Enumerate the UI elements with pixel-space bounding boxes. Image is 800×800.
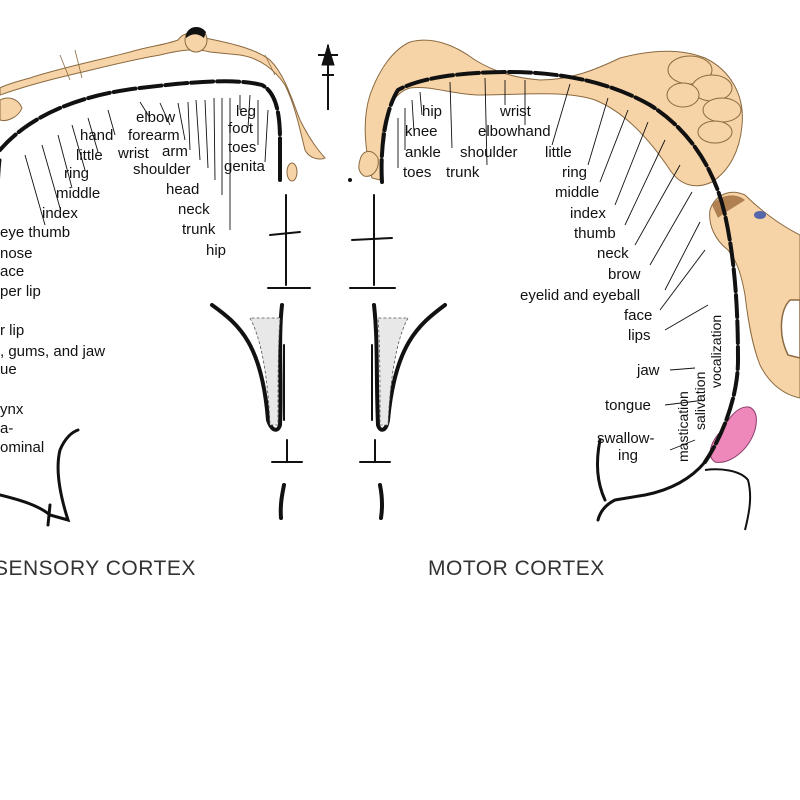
sensory-label-pharynx: ynx — [0, 401, 24, 418]
motor-leader-lines — [397, 77, 709, 451]
sensory-label-gums-jaw: , gums, and jaw — [0, 343, 105, 360]
motor-label-trunk: trunk — [446, 164, 480, 181]
sensory-label-genita: genita — [224, 158, 266, 175]
motor-label-tongue: tongue — [605, 397, 651, 414]
sensory-label-ring: ring — [64, 165, 89, 182]
sensory-label-elbow: elbow — [136, 109, 175, 126]
motor-label-toes: toes — [403, 164, 431, 181]
sensory-label-hand: hand — [80, 127, 113, 144]
sensory-label-little: little — [76, 147, 103, 164]
motor-label-ring: ring — [562, 164, 587, 181]
sensory-label-foot: foot — [228, 120, 254, 137]
midline-marker — [318, 43, 352, 182]
sensory-label-index: index — [42, 205, 78, 222]
sensory-label-trunk: trunk — [182, 221, 216, 238]
sensory-leader-lines — [24, 94, 269, 230]
motor-label-salivation: salivation — [692, 372, 708, 430]
sensory-cortex-outline — [0, 79, 311, 527]
motor-label-elbowhand: elbowhand — [478, 123, 551, 140]
sensory-label-eye-thumb: eye thumb — [0, 224, 70, 241]
motor-label-middle: middle — [555, 184, 599, 201]
sensory-label-toes: toes — [228, 139, 256, 156]
sensory-ventricle-hatch — [249, 317, 281, 426]
sensory-label-head: head — [166, 181, 199, 198]
sensory-label-middle: middle — [56, 185, 100, 202]
sensory-label-lower-lip: r lip — [0, 322, 24, 339]
sensory-label-tongue: ue — [0, 361, 17, 378]
motor-label-shoulder: shoulder — [460, 144, 518, 161]
motor-label-mastication: mastication — [675, 391, 691, 462]
motor-labels: hip wrist knee elbowhand ankle shoulder … — [403, 103, 724, 464]
motor-cortex-caption: MOTOR CORTEX — [428, 557, 605, 580]
motor-cortex-outline — [349, 69, 741, 522]
sensory-label-neck: neck — [178, 201, 210, 218]
sensory-homunculus-figure — [0, 26, 326, 182]
motor-label-vocalization: vocalization — [708, 315, 724, 388]
sensory-label-leg: leg — [236, 103, 256, 120]
motor-label-hip: hip — [422, 103, 442, 120]
sensory-labels: elbow forearm hand little wrist arm shou… — [0, 103, 266, 456]
sensory-cortex-caption: SENSORY CORTEX — [0, 557, 196, 580]
sensory-label-arm: arm — [162, 143, 188, 160]
motor-ventricle-hatch — [377, 317, 409, 426]
sensory-label-nose: nose — [0, 245, 33, 262]
captions: SENSORY CORTEX MOTOR CORTEX — [0, 557, 605, 580]
motor-label-neck: neck — [597, 245, 629, 262]
sensory-label-forearm: forearm — [128, 127, 180, 144]
motor-label-brow: brow — [608, 266, 641, 283]
motor-label-eyelid-eyeball: eyelid and eyeball — [520, 287, 640, 304]
motor-label-thumb: thumb — [574, 225, 616, 242]
sensory-label-face: ace — [0, 263, 24, 280]
motor-label-knee: knee — [405, 123, 438, 140]
sensory-label-upper-lip: per lip — [0, 283, 41, 300]
sensory-label-abdominal: ominal — [0, 439, 44, 456]
motor-label-swallowing-2: ing — [618, 447, 638, 464]
motor-label-ankle: ankle — [405, 144, 441, 161]
motor-label-index: index — [570, 205, 606, 222]
motor-label-swallowing-1: swallow- — [597, 430, 655, 447]
motor-label-lips: lips — [628, 327, 651, 344]
motor-label-wrist: wrist — [499, 103, 532, 120]
sensory-label-intra: a- — [0, 420, 13, 437]
sensory-label-hip: hip — [206, 242, 226, 259]
motor-label-little: little — [545, 144, 572, 161]
motor-label-face: face — [624, 307, 652, 324]
sensory-label-wrist: wrist — [117, 145, 150, 162]
sensory-label-shoulder: shoulder — [133, 161, 191, 178]
motor-label-jaw: jaw — [636, 362, 660, 379]
